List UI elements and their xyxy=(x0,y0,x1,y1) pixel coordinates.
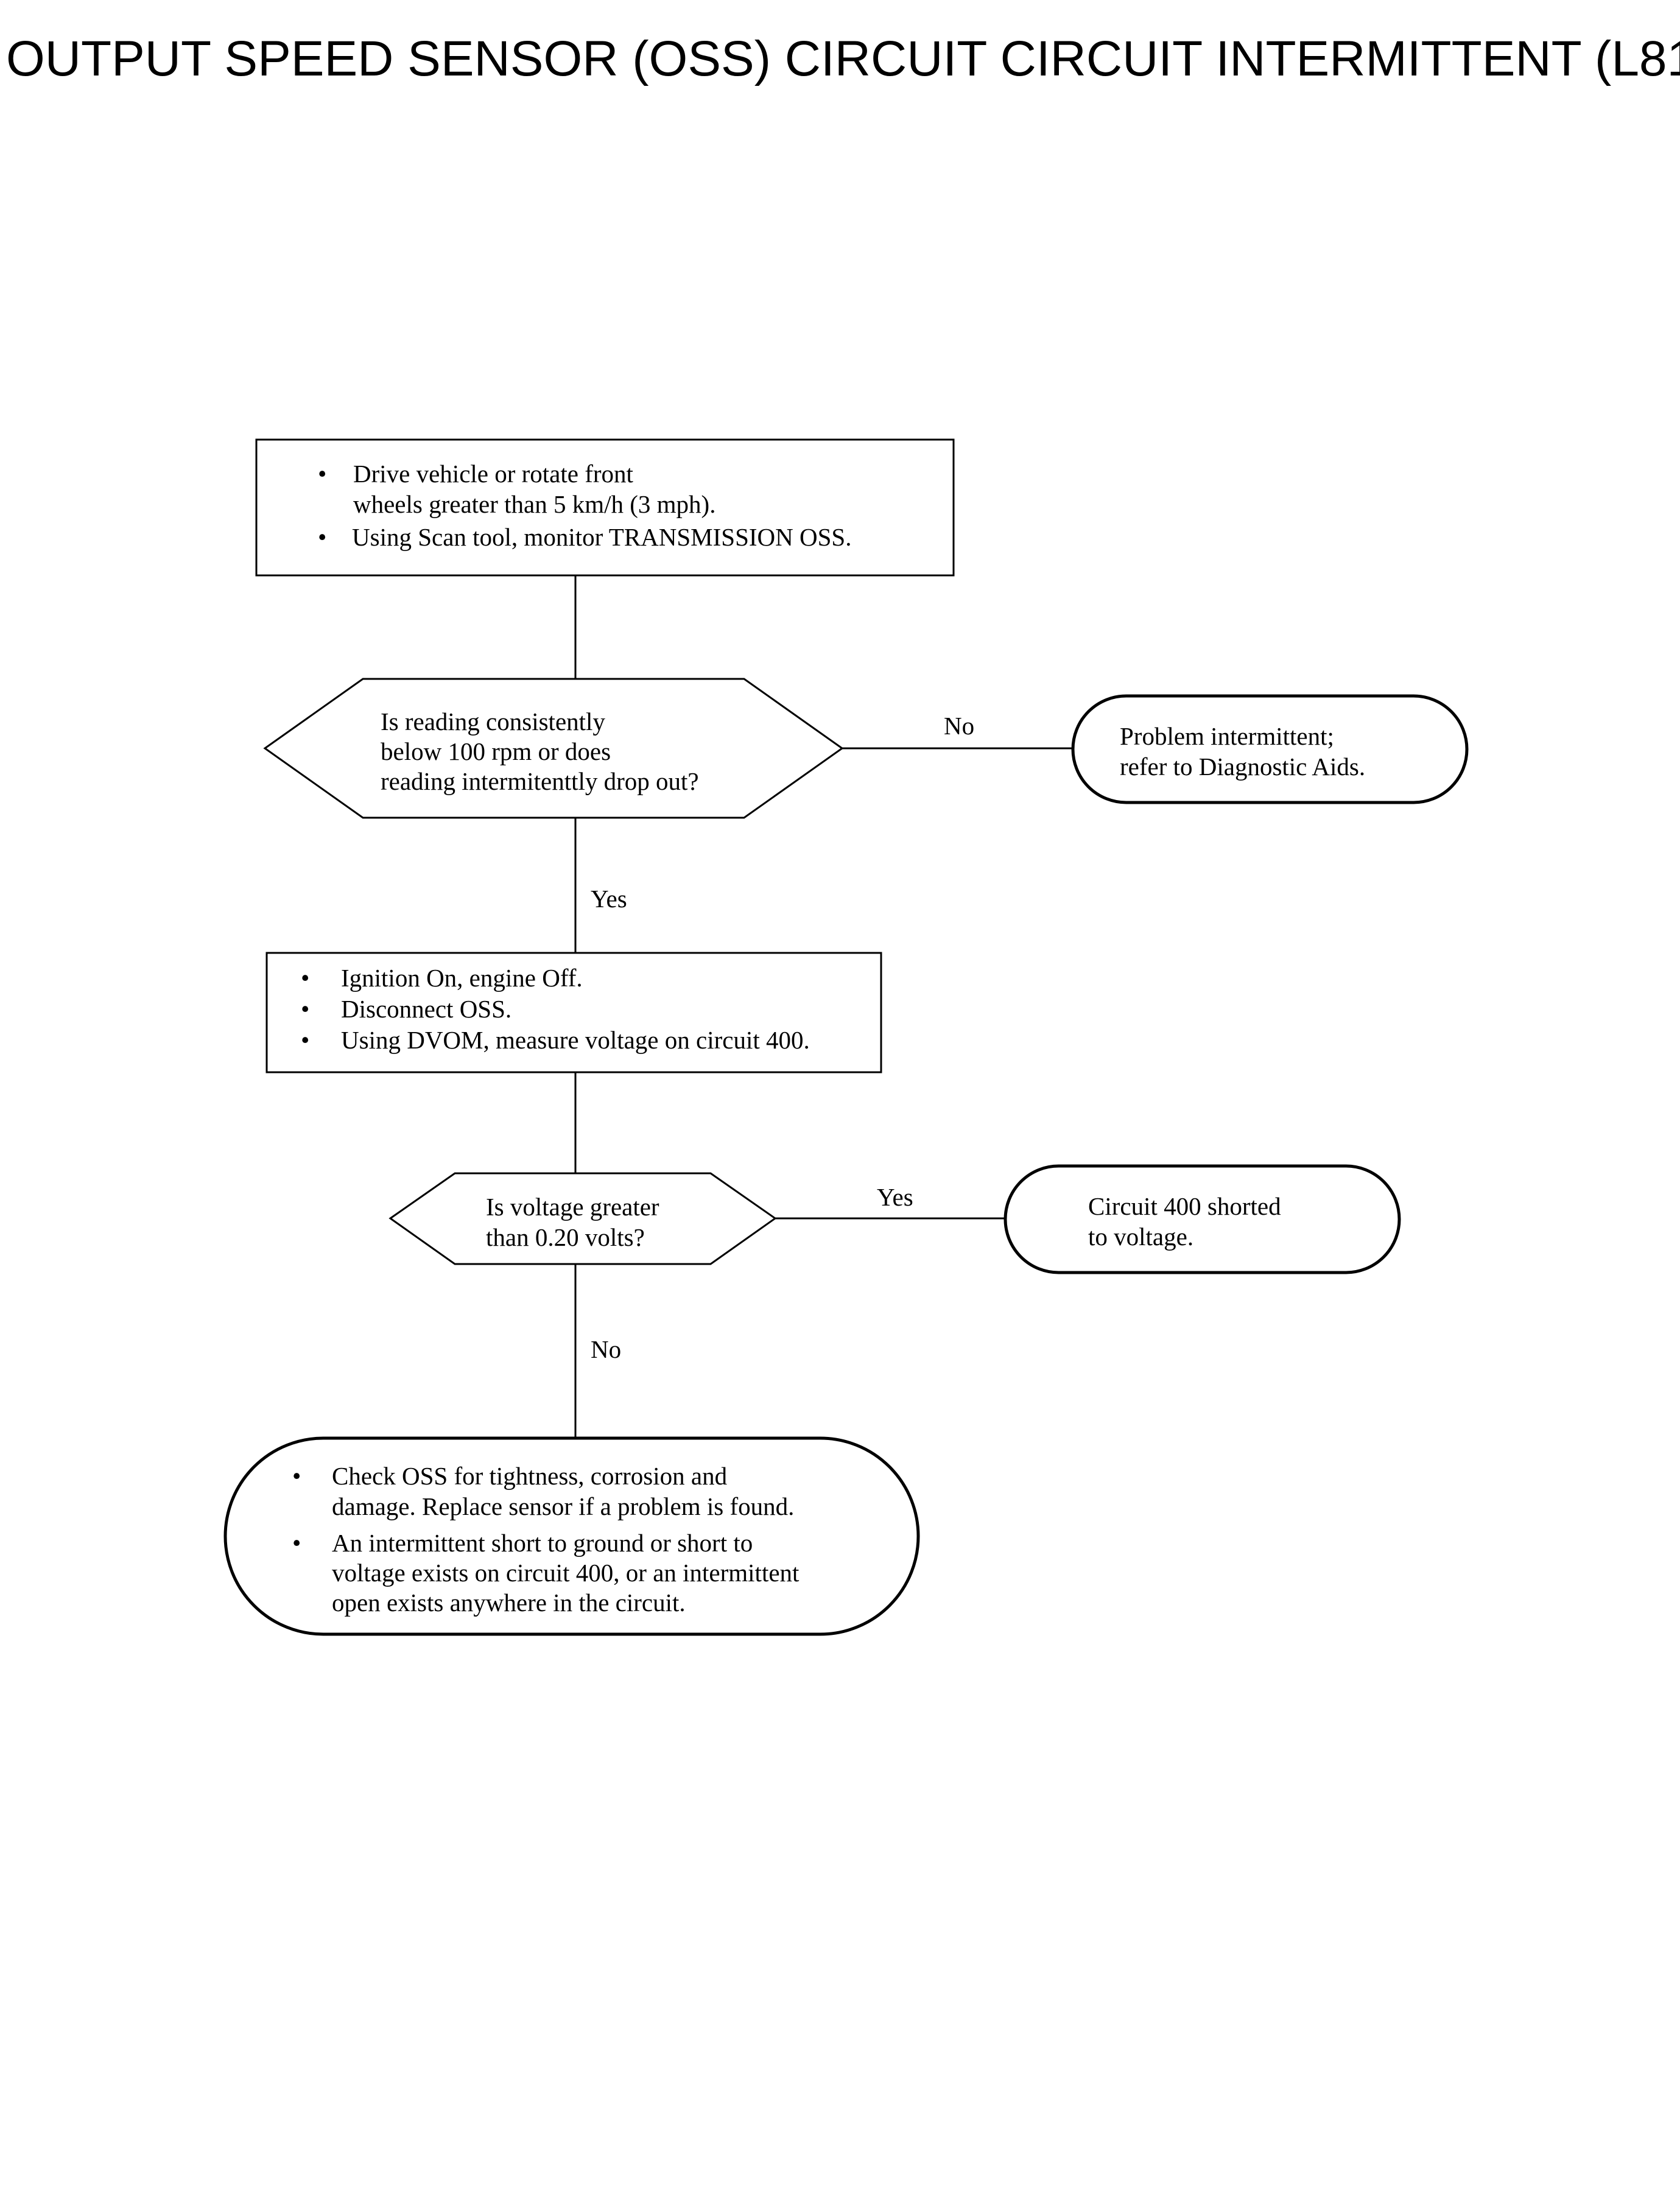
result3-bullet2-line1: An intermittent short to ground or short… xyxy=(332,1529,753,1557)
bullet-icon: • xyxy=(301,1026,309,1054)
result-problem-intermittent: Problem intermittent; refer to Diagnosti… xyxy=(1071,694,1469,804)
decision-reading-below-100rpm: Is reading consistently below 100 rpm or… xyxy=(263,678,844,819)
decision1-no-label: No xyxy=(944,712,974,740)
result1-line1: Problem intermittent; xyxy=(1120,722,1334,750)
step1-bullet1-line1: Drive vehicle or rotate front xyxy=(353,460,634,488)
bullet-icon: • xyxy=(301,995,309,1023)
step2-bullet1: Ignition On, engine Off. xyxy=(341,964,583,992)
step2-bullet3: Using DVOM, measure voltage on circuit 4… xyxy=(341,1026,810,1054)
bullet-icon: • xyxy=(301,964,309,992)
bullet-icon: • xyxy=(292,1462,301,1490)
bullet-icon: • xyxy=(318,460,326,488)
result1-line2: refer to Diagnostic Aids. xyxy=(1120,753,1365,781)
page-title: OUTPUT SPEED SENSOR (OSS) CIRCUIT CIRCUI… xyxy=(6,31,1680,86)
step-box-ignition-on: • Ignition On, engine Off. • Disconnect … xyxy=(265,952,882,1073)
result3-bullet1-line1: Check OSS for tightness, corrosion and xyxy=(332,1462,727,1490)
bullet-icon: • xyxy=(318,523,326,551)
step2-bullet2: Disconnect OSS. xyxy=(341,995,511,1023)
decision2-no-label: No xyxy=(591,1335,621,1363)
bullet-icon: • xyxy=(292,1529,301,1557)
decision2-line1: Is voltage greater xyxy=(486,1193,659,1221)
decision1-line2: below 100 rpm or does xyxy=(381,737,611,765)
decision-voltage-greater: Is voltage greater than 0.20 volts? xyxy=(388,1172,777,1265)
decision2-line2: than 0.20 volts? xyxy=(486,1223,645,1251)
decision1-yes-label: Yes xyxy=(591,885,627,913)
result2-line1: Circuit 400 shorted xyxy=(1088,1192,1281,1220)
result-check-oss: • Check OSS for tightness, corrosion and… xyxy=(223,1436,920,1636)
decision1-line1: Is reading consistently xyxy=(381,708,605,736)
decision1-line3: reading intermitenttly drop out? xyxy=(381,767,699,795)
result-circuit-400-shorted: Circuit 400 shorted to voltage. xyxy=(1003,1164,1401,1274)
result2-line2: to voltage. xyxy=(1088,1223,1193,1251)
result3-bullet2-line2: voltage exists on circuit 400, or an int… xyxy=(332,1559,800,1587)
step1-bullet2-line1: Using Scan tool, monitor TRANSMISSION OS… xyxy=(352,523,851,551)
result3-bullet1-line2: damage. Replace sensor if a problem is f… xyxy=(332,1492,794,1520)
result3-bullet2-line3: open exists anywhere in the circuit. xyxy=(332,1589,686,1617)
decision2-yes-label: Yes xyxy=(877,1183,913,1211)
step1-bullet1-line2: wheels greater than 5 km/h (3 mph). xyxy=(353,490,715,518)
step-box-drive-vehicle: • Drive vehicle or rotate front wheels g… xyxy=(255,438,955,577)
